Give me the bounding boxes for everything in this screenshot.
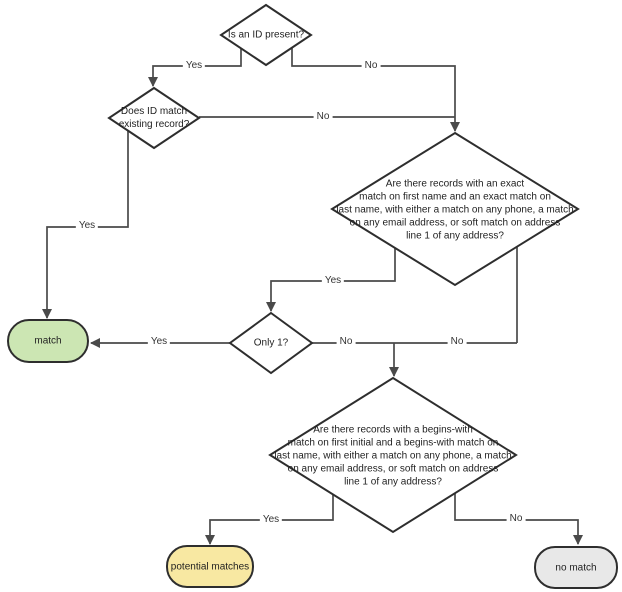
edge-exact-match-yes [266,248,396,312]
decision-does-id-match-shape [107,86,201,150]
decision-only-one-shape [228,311,314,375]
edge-begins-with-yes [205,494,334,545]
decision-begins-with-shape [268,376,518,534]
terminal-potential-matches-shape [166,545,254,588]
edge-id-present-no [291,48,460,132]
edge-id-present-yes [148,49,242,87]
edge-begins-with-no [454,493,583,545]
edge-id-match-yes [42,131,129,319]
terminal-no-match-shape [534,546,618,589]
decision-exact-match-shape [330,131,580,287]
decision-is-id-present-shape [219,3,313,67]
terminal-match-shape [7,319,89,363]
shape-layer [7,3,618,589]
